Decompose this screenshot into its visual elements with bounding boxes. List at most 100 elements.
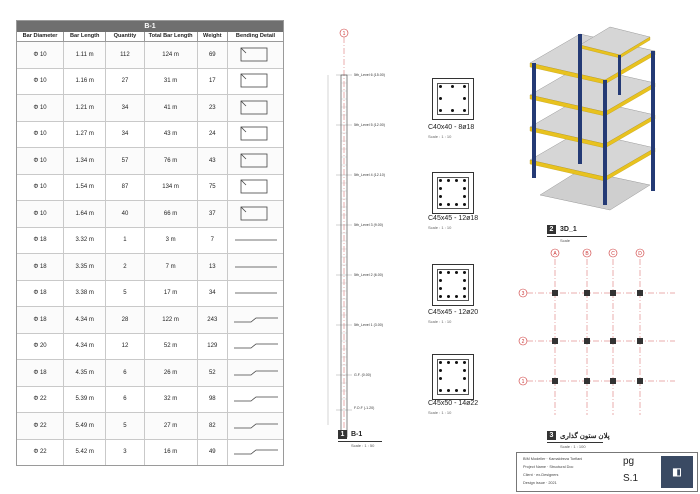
stirrup-shape-icon (240, 100, 267, 115)
bar-length-cell: 1.16 m (64, 68, 107, 94)
level-label: 5th_Level 4 (12.10) (354, 173, 385, 177)
bar-diameter-cell: Φ 18 (17, 227, 65, 253)
rebar-dot (439, 377, 442, 380)
view-label-3d: 2 3D_1 (547, 225, 577, 234)
level-label: 5th_Level 2 (6.00) (354, 273, 383, 277)
total-length-cell: 41 m (145, 95, 198, 121)
view-number: 1 (338, 430, 347, 439)
rebar-dot (439, 279, 442, 282)
stirrup-shape-icon (240, 73, 267, 88)
cranked-bar-icon (233, 317, 278, 323)
section-name: C45x45 - 12ø20 (428, 309, 479, 316)
quantity-cell: 28 (106, 307, 145, 333)
rebar-dot (455, 203, 458, 206)
quantity-cell: 87 (106, 174, 145, 200)
sheet-number: S.1 (623, 473, 639, 484)
rebar-dot (463, 179, 466, 182)
rebar-dot (463, 271, 466, 274)
rebar-dot (447, 203, 450, 206)
weight-cell: 17 (198, 68, 229, 94)
bending-detail-cell (228, 228, 283, 254)
bar-diameter-cell: Φ 22 (17, 439, 65, 465)
bar-diameter-cell: Φ 22 (17, 413, 65, 439)
quantity-cell: 6 (106, 386, 145, 412)
total-length-cell: 124 m (145, 42, 198, 68)
rebar-dot (463, 109, 466, 112)
rebar-dot (439, 109, 442, 112)
bar-length-cell: 4.34 m (64, 307, 107, 333)
header-quantity: Quantity (106, 32, 145, 41)
bar-diameter-cell: Φ 10 (17, 201, 65, 227)
quantity-cell: 5 (106, 280, 145, 306)
rebar-dot (463, 389, 466, 392)
view-number: 3 (547, 431, 556, 440)
rebar-dot (463, 361, 466, 364)
weight-cell: 98 (198, 386, 229, 412)
bar-length-cell: 1.21 m (64, 95, 107, 121)
total-length-cell: 27 m (145, 413, 198, 439)
bar-length-cell: 1.11 m (64, 42, 107, 68)
rebar-dot (447, 361, 450, 364)
view-number: 2 (547, 225, 556, 234)
bending-detail-cell (228, 254, 283, 280)
column-section-c45x45-20 (432, 264, 474, 306)
weight-cell: 37 (198, 201, 229, 227)
bar-length-cell: 1.34 m (64, 148, 107, 174)
3d-building-view (529, 26, 656, 211)
quantity-cell: 112 (106, 42, 145, 68)
header-total-bar-length: Total Bar Length (145, 32, 198, 41)
bar-length-cell: 4.34 m (64, 333, 107, 359)
bar-diameter-cell: Φ 10 (17, 68, 65, 94)
weight-cell: 43 (198, 148, 229, 174)
bar-diameter-cell: Φ 10 (17, 95, 65, 121)
bar-length-cell: 5.49 m (64, 413, 107, 439)
bar-diameter-cell: Φ 18 (17, 280, 65, 306)
rebar-dot (447, 271, 450, 274)
total-length-cell: 16 m (145, 439, 198, 465)
bar-length-cell: 5.39 m (64, 386, 107, 412)
rebar-dot (463, 369, 466, 372)
stirrup-outline (437, 83, 469, 115)
view-label-elevation: 1 B-1 (338, 430, 362, 439)
bar-length-cell: 3.38 m (64, 280, 107, 306)
bending-detail-cell (228, 281, 283, 307)
weight-cell: 34 (198, 280, 229, 306)
rebar-dot (447, 179, 450, 182)
view-scale: Scale : 1 : 50 (351, 443, 375, 448)
total-length-cell: 26 m (145, 360, 198, 386)
stirrup-shape-icon (240, 126, 267, 141)
bending-detail-cell (228, 201, 283, 227)
total-length-cell: 32 m (145, 386, 198, 412)
cranked-bar-icon (233, 343, 278, 349)
straight-bar-icon (234, 266, 277, 268)
rebar-dot (439, 361, 442, 364)
bending-detail-cell (228, 122, 283, 148)
level-label: 5th_Level 5 (12.00) (354, 123, 385, 127)
total-length-cell: 66 m (145, 201, 198, 227)
header-bending-detail: Bending Detail (235, 33, 276, 39)
straight-bar-icon (234, 292, 277, 294)
bar-length-cell: 3.32 m (64, 227, 107, 253)
straight-bar-icon (234, 239, 277, 241)
view-title-underline (338, 441, 382, 442)
bar-diameter-cell: Φ 18 (17, 254, 65, 280)
weight-cell: 24 (198, 121, 229, 147)
quantity-cell: 27 (106, 68, 145, 94)
level-label: G.F. (0.00) (354, 373, 371, 377)
section-scale: Scale : 1 : 10 (428, 410, 452, 415)
weight-cell: 243 (198, 307, 229, 333)
level-label: 5th_Level 6 (15.00) (354, 73, 385, 77)
blue-columns (532, 34, 655, 205)
rebar-dot (447, 389, 450, 392)
quantity-cell: 57 (106, 148, 145, 174)
cranked-bar-icon (233, 370, 278, 376)
rebar-dot (463, 195, 466, 198)
rebar-dot (463, 97, 466, 100)
